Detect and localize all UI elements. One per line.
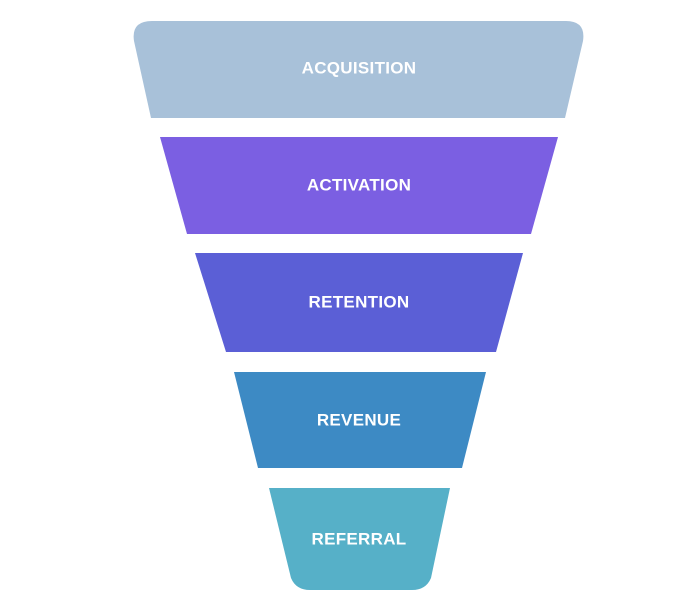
revenue-label: REVENUE: [317, 410, 401, 429]
acquisition-label: ACQUISITION: [302, 58, 417, 77]
acquisition-shape: [133, 21, 584, 118]
funnel-stage-referral: REFERRAL: [269, 488, 450, 590]
retention-shape: [195, 253, 523, 352]
funnel-stage-retention: RETENTION: [195, 253, 523, 352]
referral-shape: [269, 488, 450, 590]
activation-shape: [160, 137, 558, 234]
funnel-stage-activation: ACTIVATION: [160, 137, 558, 234]
funnel-stage-acquisition: ACQUISITION: [133, 21, 584, 118]
activation-label: ACTIVATION: [307, 175, 411, 194]
retention-label: RETENTION: [309, 292, 410, 311]
revenue-shape: [234, 372, 486, 468]
referral-label: REFERRAL: [312, 529, 407, 548]
funnel-stage-revenue: REVENUE: [234, 372, 486, 468]
